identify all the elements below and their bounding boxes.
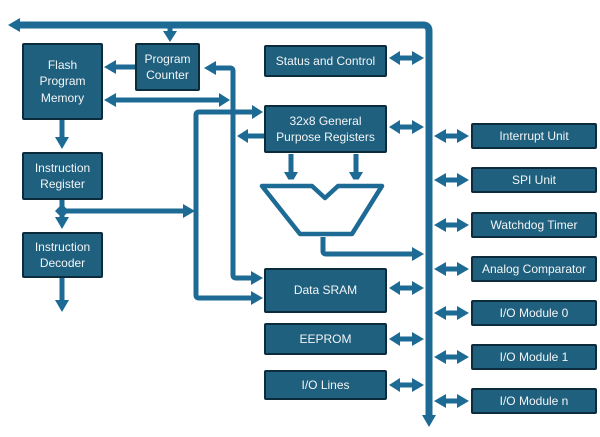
bus-to-program-counter-arrow	[163, 25, 177, 42]
address-bus-lines	[193, 105, 263, 305]
registers-to-alu-arrows	[284, 154, 363, 184]
data-sram-bus-link	[389, 281, 424, 295]
block-interrupt-unit: Interrupt Unit	[471, 123, 597, 149]
flash-bus-link	[104, 93, 230, 107]
alu-output-arrow	[320, 237, 424, 261]
block-io-module-n: I/O Module n	[471, 388, 597, 414]
io-module-0-bus-link	[434, 306, 469, 320]
block-general-purpose-registers: 32x8 General Purpose Registers	[264, 105, 387, 153]
block-spi-unit: SPI Unit	[471, 167, 597, 193]
analog-comparator-bus-link	[434, 262, 469, 276]
block-watchdog-timer: Watchdog Timer	[471, 212, 597, 238]
block-data-sram: Data SRAM	[264, 268, 387, 313]
registers-bus-link	[389, 120, 424, 134]
block-program-counter: Program Counter	[135, 43, 200, 91]
block-instruction-decoder: Instruction Decoder	[22, 232, 103, 278]
interrupt-unit-bus-link	[434, 129, 469, 143]
io-module-n-bus-link	[434, 394, 469, 408]
flash-to-instruction-register-arrow	[55, 120, 69, 149]
block-instruction-register: Instruction Register	[22, 152, 103, 200]
block-io-lines: I/O Lines	[264, 370, 387, 400]
program-counter-to-flash-arrow	[104, 60, 135, 74]
registers-output-arrow	[237, 129, 264, 143]
block-status-and-control: Status and Control	[264, 45, 387, 77]
spi-unit-bus-link	[434, 173, 469, 187]
block-flash-program-memory: Flash Program Memory	[22, 43, 103, 120]
data-bus	[8, 18, 436, 427]
alu-shape	[255, 179, 389, 241]
watchdog-timer-bus-link	[434, 218, 469, 232]
instruction-register-branch-arrow	[62, 204, 195, 218]
instruction-decoder-output-arrow	[55, 278, 69, 312]
block-eeprom: EEPROM	[264, 323, 387, 355]
block-io-module-1: I/O Module 1	[471, 344, 597, 370]
io-module-1-bus-link	[434, 350, 469, 364]
instruction-register-to-decoder-arrow	[55, 200, 69, 229]
status-control-bus-link	[389, 51, 424, 65]
internal-bus-to-data-sram	[204, 61, 263, 285]
eeprom-bus-link	[389, 332, 424, 346]
io-lines-bus-link	[389, 378, 424, 392]
block-io-module-0: I/O Module 0	[471, 300, 597, 326]
block-analog-comparator: Analog Comparator	[471, 256, 597, 282]
